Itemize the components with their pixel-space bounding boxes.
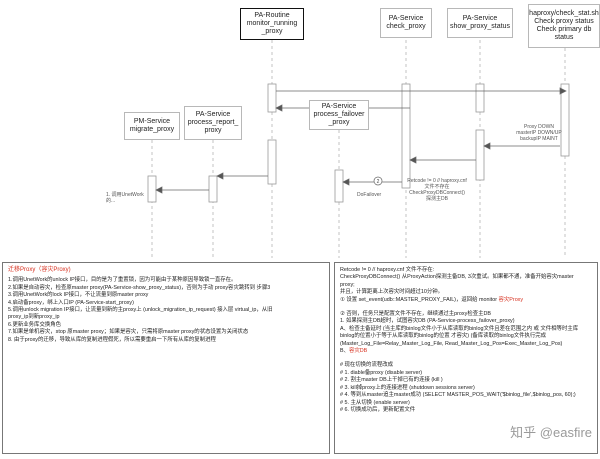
step-2-label: 2 <box>377 179 380 185</box>
activation-migrate <box>147 175 157 203</box>
right-note-line: ② 否则，任务只是配置文件不存在，继续通过主proxy检查主DB <box>340 311 491 318</box>
label-proxy-down: Proxy DOWN masterIP DOWN/UP backupIP MAI… <box>516 124 562 142</box>
right-note-text: B、 <box>340 348 349 355</box>
left-note-line: 3.调用UnetWork的lock IP接口，不让流量到原master prox… <box>8 292 149 299</box>
activation-routine-1 <box>267 83 277 113</box>
right-note-line: Retcode != 0 // haproxy.cnf 文件不存在: <box>340 267 435 273</box>
right-note-line: (Master_Log_File=Relay_Master_Log_File, … <box>340 340 563 347</box>
activation-routine-2 <box>267 139 277 185</box>
right-note-line: A、检查主备延时 (当主库的binlog文件小于从库读取的binlog文件且差在… <box>340 325 579 332</box>
right-note-line: # 6. 切换成功后，更新配置文件 <box>340 406 416 413</box>
actor-haproxy: haproxy/check_stat.sh Check proxy status… <box>528 4 600 48</box>
left-note-line: 2.如果是自动容灾，检查原master proxy(PA-Service-sho… <box>8 284 271 291</box>
activation-show-status-2 <box>475 129 485 181</box>
label-dofailover: DoFailover <box>357 192 382 198</box>
actor-migrate: PM-Service migrate_proxy <box>124 112 180 140</box>
left-note-line: proxy_ip到新proxy_ip <box>8 314 60 321</box>
left-note-line: 4.启动备proxy，绑上入口IP (PA-Service-start_prox… <box>8 299 134 306</box>
right-note-line: # 现在切换的流程改成 <box>340 362 394 369</box>
right-note-line: # 4. 等到从master追主master成功 (SELECT MASTER_… <box>340 392 576 399</box>
right-note-line: # 1. diable备proxy (disable server) <box>340 369 423 376</box>
activation-haproxy <box>560 83 570 157</box>
actor-report: PA-Service process_report_ proxy <box>184 106 242 140</box>
message-failover-2-head <box>342 178 350 186</box>
watermark: 知乎 @easfire <box>510 425 592 440</box>
activation-check-proxy <box>401 83 411 189</box>
message-status-head <box>409 156 417 164</box>
message-check-head <box>559 87 567 95</box>
right-note: Retcode != 0 // haproxy.cnf 文件不存在: Check… <box>334 262 598 454</box>
message-migrate-head <box>155 186 163 194</box>
left-note: 迁移Proxy（容灾Proxy) 1.调用UnetWork的unlock IP接… <box>2 262 330 454</box>
right-note-line: binlog的位置小于等于从库读取的binlog的位置 才容灾) (备库读取的b… <box>340 333 547 340</box>
message-down-head <box>483 142 491 150</box>
activation-show-status <box>475 83 485 113</box>
right-note-line: # 2. 割主master DB上干掉已有的连接 (kill ) <box>340 377 443 384</box>
activation-report <box>208 175 218 203</box>
actor-failover: PA-Service process_failover _proxy <box>309 100 369 130</box>
right-note-line: ① 设置 set_event(udb::MASTER_PROXY_FAIL)，返… <box>340 297 592 304</box>
right-note-line: 并且，计算距离上次容灾时间超过10分钟。 <box>340 289 444 296</box>
right-note-line: B、容灾DB <box>340 348 592 355</box>
actor-check-proxy: PA-Service check_proxy <box>380 8 432 38</box>
left-note-line: 5.调用unlock migration IP接口，让流量到新的主proxy上 … <box>8 307 273 314</box>
right-note-line: # 3. kill掉proxy上的连接进程 (shutdown sessions… <box>340 384 475 391</box>
activation-failover <box>334 169 344 203</box>
left-note-line: 1.调用UnetWork的unlock IP接口，目的是为了重置锁，因为可能由于… <box>8 277 237 284</box>
right-note-line: CheckProxyDBConnect() 从ProxyAction探测主备DB… <box>340 274 574 281</box>
right-note-line: # 5. 主从切换 (enable server) <box>340 399 410 406</box>
right-note-line: proxy; <box>340 281 355 288</box>
label-unlock: 1. 调用UnetWork的... <box>106 192 144 204</box>
left-note-line: 6.更新业务库交换角色 <box>8 321 62 328</box>
right-note-text: ① 设置 set_event(udb::MASTER_PROXY_FAIL)，返… <box>340 296 499 303</box>
right-note-highlight: 容灾Proxy <box>498 296 524 303</box>
label-retcode: Retcode != 0 // haproxy.cnf 文件不存在 CheckP… <box>407 178 467 202</box>
actor-show-status: PA-Service show_proxy_status <box>447 8 513 38</box>
step-2-circle <box>373 176 383 186</box>
actor-routine: PA-Routine monitor_running _proxy <box>240 8 304 40</box>
left-note-line: 7.如果是单机容灾，stop 原master proxy；如果是容灾，只需将原m… <box>8 329 249 336</box>
message-report-head <box>216 172 224 180</box>
left-note-title: 迁移Proxy（容灾Proxy) <box>8 267 71 273</box>
right-note-line: 1. 如果探测主DB超时，试图容灾DB (PA-Service-process_… <box>340 318 515 325</box>
message-return-head <box>275 104 283 112</box>
right-note-highlight: 容灾DB <box>349 348 368 355</box>
left-note-line: 8. 由于proxy的迁移，导致从库的复制进程假死，所以需要重启一下所有从库的复… <box>8 336 216 343</box>
